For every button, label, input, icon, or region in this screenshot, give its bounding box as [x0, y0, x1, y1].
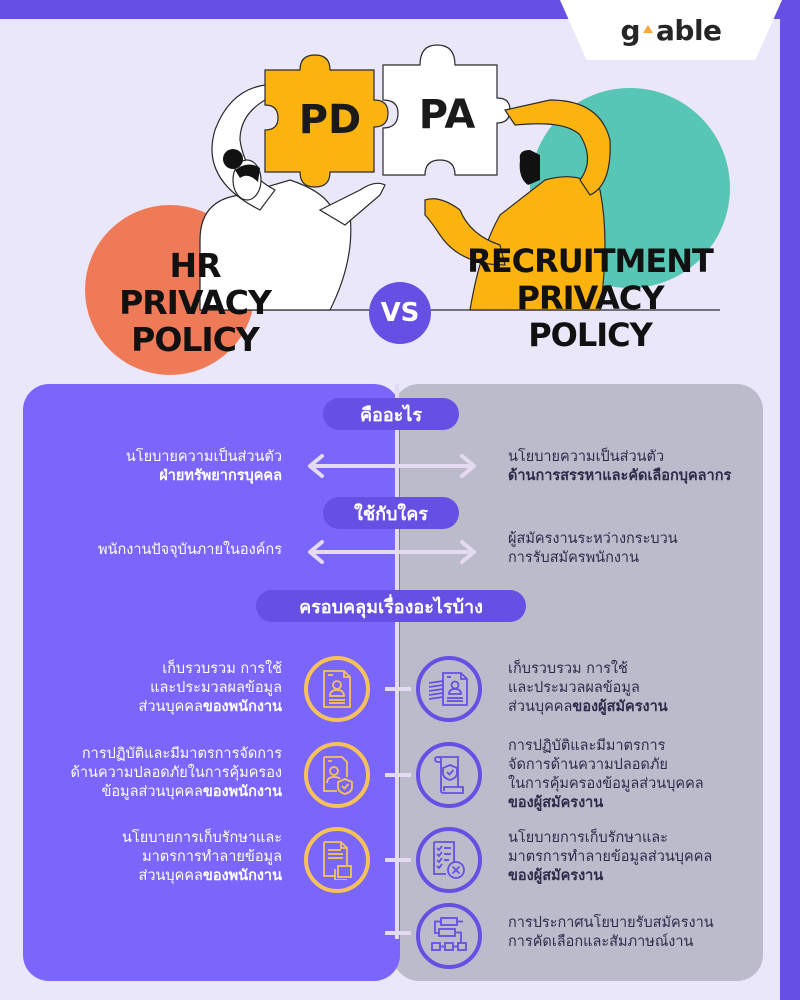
- hr-privacy-policy-title: HR PRIVACY POLICY: [119, 246, 272, 359]
- triangle-accent-icon: [643, 25, 653, 33]
- hr-coverage-item-2: การปฏิบัติและมีมาตรการจัดการ ด้านความปลอ…: [70, 746, 282, 800]
- recruitment-who-text: ผู้สมัครงานระหว่างกระบวน การรับสมัครพนัก…: [508, 531, 678, 566]
- double-arrow-icon: [308, 454, 476, 478]
- right-accent-bar: [780, 0, 800, 1000]
- hr-what-text: นโยบายความเป็นส่วนตัว ฝ่ายทรัพยากรบุคคล: [125, 449, 282, 484]
- hr-who-text: พนักงานปัจจุบันภายในองค์กร: [98, 542, 282, 558]
- flowchart-icon: [416, 903, 482, 969]
- section-label-coverage: ครอบคลุมเรื่องอะไรบ้าง: [256, 590, 526, 622]
- document-copy-icon: [304, 827, 370, 893]
- hr-coverage-item-3: นโยบายการเก็บรักษาและ มาตรการทำลายข้อมูล…: [122, 830, 282, 884]
- connector-tick: [385, 773, 411, 777]
- recruitment-what-text: นโยบายความเป็นส่วนตัว ด้านการสรรหาและคัด…: [508, 449, 732, 484]
- resume-stack-icon: [416, 656, 482, 722]
- recruitment-coverage-item-4: การประกาศนโยบายรับสมัครงาน การคัดเลือกแล…: [508, 915, 714, 950]
- connector-tick: [385, 858, 411, 862]
- center-divider-line: [395, 384, 399, 939]
- recruitment-coverage-item-2: การปฏิบัติและมีมาตรการ จัดการด้านความปลอ…: [508, 738, 704, 811]
- connector-tick: [385, 931, 411, 935]
- checklist-delete-icon: [416, 827, 482, 893]
- double-arrow-icon: [308, 540, 476, 564]
- resume-document-icon: [304, 656, 370, 722]
- document-shield-icon: [304, 742, 370, 808]
- section-label-who: ใช้กับใคร: [323, 497, 459, 529]
- scroll-shield-icon: [416, 742, 482, 808]
- section-label-what: คืออะไร: [323, 398, 459, 430]
- connector-tick: [385, 687, 411, 691]
- svg-text:PD: PD: [299, 97, 362, 143]
- vs-badge: VS: [369, 282, 431, 344]
- recruitment-privacy-policy-title: RECRUITMENT PRIVACY POLICY: [467, 242, 714, 354]
- recruitment-coverage-item-1: เก็บรวบรวม การใช้ และประมวลผลข้อมูล ส่วน…: [508, 661, 668, 715]
- puzzle-people-illustration: PD PA: [199, 44, 720, 311]
- recruitment-coverage-item-3: นโยบายการเก็บรักษาและ มาตรการทำลายข้อมูล…: [508, 830, 713, 884]
- hr-coverage-item-1: เก็บรวบรวม การใช้ และประมวลผลข้อมูล ส่วน…: [138, 661, 283, 715]
- svg-text:PA: PA: [419, 92, 476, 138]
